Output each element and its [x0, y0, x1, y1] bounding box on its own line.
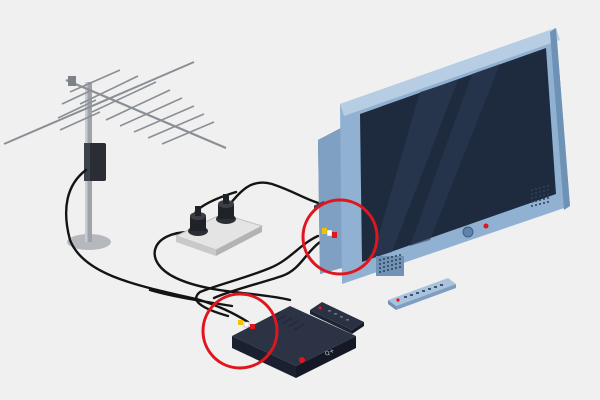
receiver-top	[232, 306, 356, 366]
tv-speaker-grille-right	[531, 185, 549, 207]
receiver-power-led	[299, 357, 305, 363]
tv-power-led	[483, 223, 489, 229]
av-cable	[195, 234, 320, 318]
antenna-icon	[3, 61, 227, 250]
receiver-front	[296, 336, 356, 378]
tv-power-cable	[222, 181, 324, 214]
remote-control-icon	[388, 278, 456, 310]
plug-icon	[216, 194, 236, 224]
antenna-cable	[64, 168, 250, 324]
tv-connection-highlight	[301, 198, 379, 276]
receiver-brand-label: Q+	[324, 347, 336, 358]
tv-power-button	[462, 226, 474, 238]
antenna-boom	[3, 61, 195, 145]
receiver-power-cable	[153, 230, 292, 302]
remote-control-icon	[310, 302, 364, 334]
plug-icon	[188, 206, 208, 236]
tv-av-ports	[322, 228, 337, 238]
receiver-av-ports	[238, 320, 255, 329]
receiver-icon: Q+	[232, 200, 356, 378]
tv-icon	[318, 28, 570, 284]
receiver-connection-highlight	[201, 292, 279, 370]
power-strip-icon	[174, 194, 264, 256]
receiver-left-side	[232, 336, 296, 378]
antenna-elements	[57, 69, 215, 145]
